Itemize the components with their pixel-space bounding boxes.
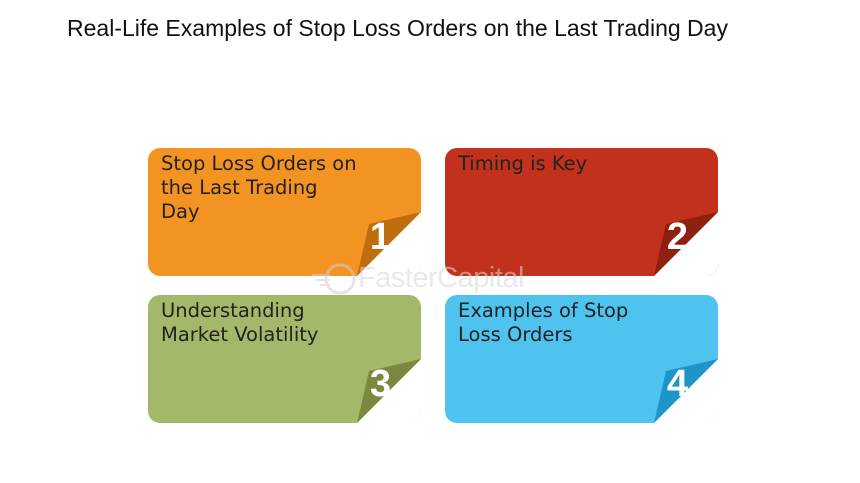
page-curl-icon: [654, 359, 718, 423]
card-4: Examples of Stop Loss Orders 4: [445, 295, 718, 423]
watermark: FasterCapital: [310, 258, 570, 298]
card-4-text: Examples of Stop Loss Orders: [458, 299, 629, 346]
card-1-number: 1: [369, 216, 391, 258]
card-2: Timing is Key 2: [445, 148, 718, 276]
card-3-number: 3: [369, 363, 391, 405]
watermark-text: FasterCapital: [358, 262, 524, 294]
page-curl-icon: [357, 359, 421, 423]
card-1-text: Stop Loss Orders on the Last Trading Day: [161, 152, 357, 223]
watermark-logo-icon: [312, 263, 356, 295]
card-4-number: 4: [666, 363, 688, 405]
page-title: Real-Life Examples of Stop Loss Orders o…: [67, 15, 728, 41]
page-curl-icon: [357, 212, 421, 276]
page-curl-icon: [654, 212, 718, 276]
card-2-number: 2: [666, 216, 688, 258]
card-3: Understanding Market Volatility 3: [148, 295, 421, 423]
card-3-text: Understanding Market Volatility: [161, 299, 319, 346]
card-2-text: Timing is Key: [458, 152, 588, 175]
card-1: Stop Loss Orders on the Last Trading Day…: [148, 148, 421, 276]
